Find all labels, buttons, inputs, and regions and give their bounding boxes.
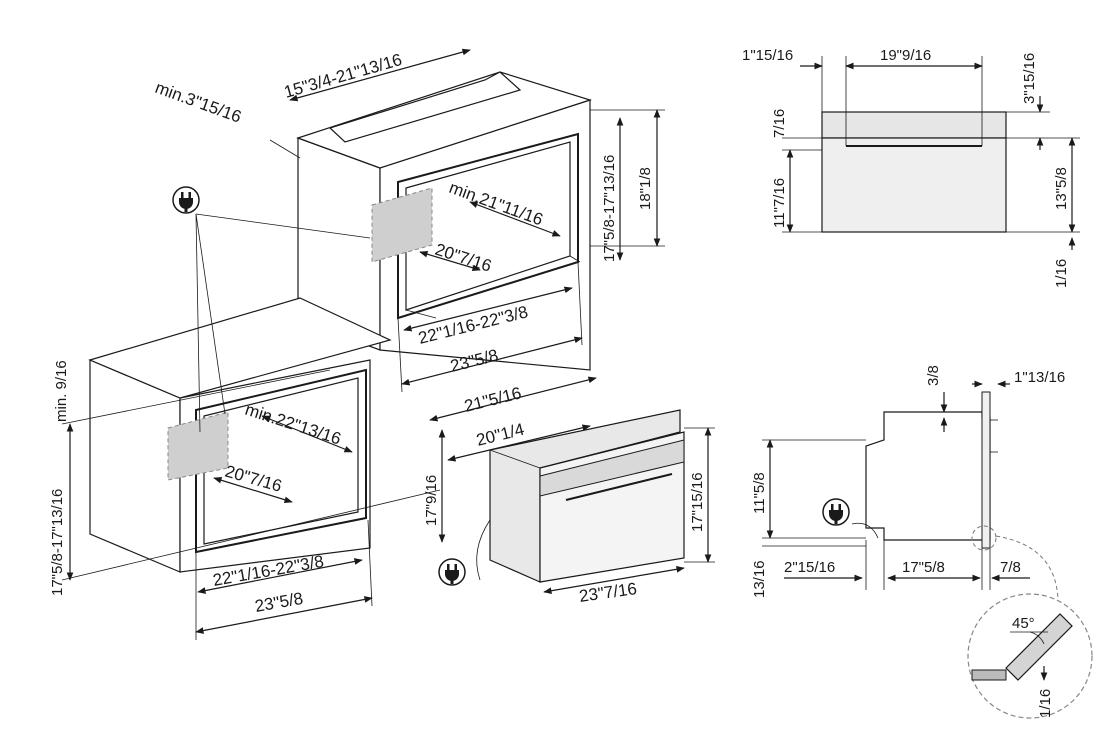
dim-front-width: 19"9/16 [880,47,931,64]
dim-oven-front-width: 23"7/16 [578,579,638,606]
dim-lower-height-range: 17"5/8-17"13/16 [49,489,66,596]
dim-top-width: 15"3/4-21"13/16 [282,50,404,102]
oven-dimension-lines [429,376,715,595]
front-view [821,111,1007,233]
plug-callouts [195,213,371,433]
dim-upper-outer-height: 18"1/8 [637,167,654,210]
dim-side-bottom: 13/16 [751,560,768,598]
detail-view [967,525,1093,719]
dim-oven-depth-total: 21"5/16 [462,383,523,415]
dim-side-top-step: 3/8 [925,365,942,386]
dim-side-height: 11"5/8 [751,472,768,514]
side-view [851,391,998,549]
lower-dimension-lines [61,369,441,640]
dim-front-panel: 7/16 [771,109,788,138]
dim-front-bottom: 1/16 [1053,259,1070,288]
dim-upper-height-range: 17"5/8-17"13/16 [601,155,618,262]
dim-side-door-depth: 1"13/16 [1014,369,1065,386]
dim-front-top-gap: 3"15/16 [1021,53,1038,104]
side-view-dims [762,380,1030,590]
dim-front-left-offset: 1"15/16 [742,47,793,64]
plug-icon [822,498,850,526]
dim-front-total-height: 13"5/8 [1053,167,1070,210]
dim-side-front: 7/8 [1000,559,1021,576]
dim-side-rear: 2"15/16 [784,559,835,576]
dim-side-body-depth: 17"5/8 [902,559,945,576]
lower-cabinet [88,297,392,573]
plug-icon [172,186,200,214]
dim-oven-body-height: 17"9/16 [423,475,440,526]
front-view-dims [782,56,1080,250]
upper-dimension-lines [269,48,665,393]
dim-front-body-height: 11"7/16 [771,178,788,228]
detail-gap: 1/16 [1037,689,1054,718]
dim-lower-outer-width: 23"5/8 [253,589,304,616]
dim-oven-front-height: 17"15/16 [689,472,706,532]
detail-angle: 45° [1012,615,1035,632]
dim-min-top-gap: min.3"15/16 [153,78,244,127]
dim-lower-min-top: min. 9/16 [53,360,70,422]
plug-icon [438,558,466,586]
